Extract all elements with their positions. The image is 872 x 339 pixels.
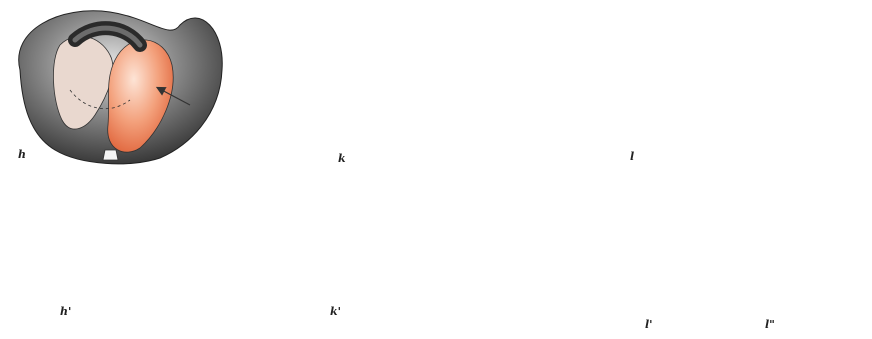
- label-k: k: [338, 152, 346, 165]
- figure-h: [19, 11, 223, 164]
- label-l-double-prime: l": [765, 318, 775, 331]
- label-h-prime: h': [60, 305, 71, 318]
- label-l: l: [630, 150, 634, 163]
- label-l-prime: l': [645, 318, 653, 331]
- label-h: h: [18, 148, 26, 161]
- label-k-prime: k': [330, 305, 341, 318]
